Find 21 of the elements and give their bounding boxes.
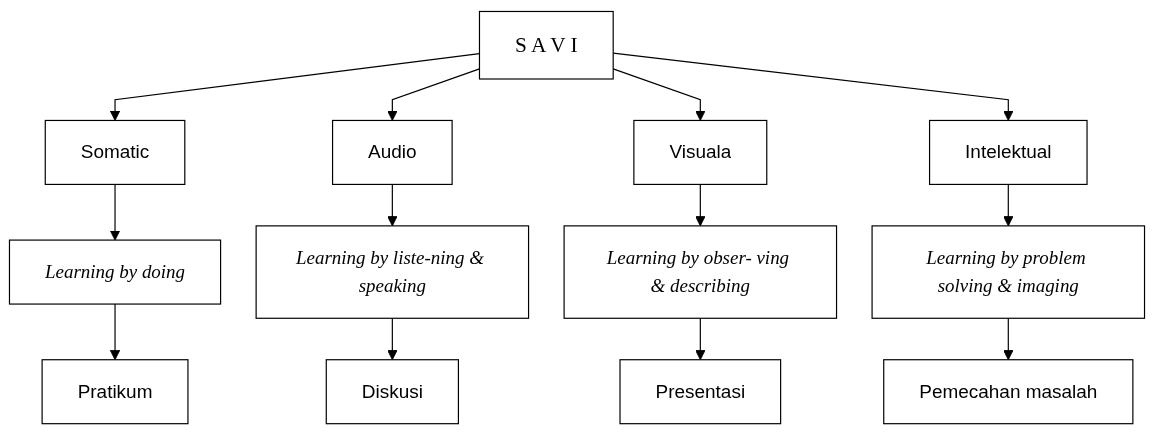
node-box: Somatic [44, 120, 186, 186]
arrow [695, 318, 706, 361]
node-box: Learning by liste-ning & speaking [255, 225, 530, 320]
node-box: Diskusi [325, 359, 459, 425]
node-box: Pemecahan masalah [883, 359, 1134, 425]
node-box: Learning by problem solving & imaging [871, 225, 1146, 320]
arrow [695, 184, 706, 227]
arrow [1003, 184, 1014, 227]
arrow [109, 184, 121, 241]
node-box: Learning by doing [8, 239, 222, 306]
node-box: S A V I [478, 11, 614, 80]
arrow [387, 184, 398, 227]
arrow [1003, 318, 1014, 361]
node-box: Visuala [633, 120, 768, 186]
node-box: Pratikum [41, 359, 189, 425]
node-box: Learning by obser- ving & describing [563, 225, 838, 320]
node-box: Audio [332, 120, 453, 186]
arrow [109, 303, 121, 361]
arrow [387, 318, 398, 361]
node-box: Presentasi [619, 359, 782, 425]
node-box: Intelektual [929, 120, 1088, 186]
